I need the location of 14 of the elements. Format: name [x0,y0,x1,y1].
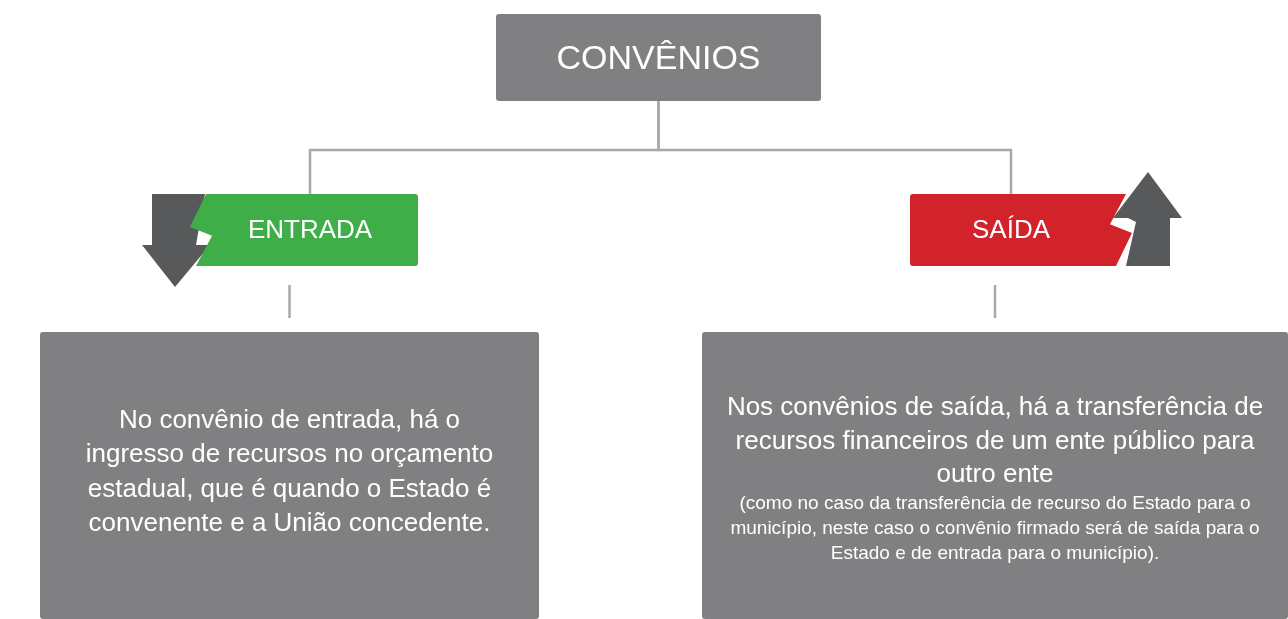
category-box [910,194,1132,266]
title-box [496,14,821,101]
description-box [702,332,1288,619]
box-label: CONVÊNIOS [556,37,761,78]
note-text: (como no caso da transferência de recurso do Estado para o município, neste caso o convênio firmado será de saída para o Estado e de entrada para o município). [729,491,1261,565]
box-label: ENTRADA [246,214,373,246]
connector-line [993,285,997,318]
box-label: No convênio de entrada, há o ingresso de recursos no orçamento estadual, que é quando o Estado é convenente e a União concedente. [84,402,495,539]
connector-line [657,101,1013,194]
box-label: Nos convênios de saída, há a transferência de recursos financeiros de um ente público para outro ente [725,389,1265,491]
connector-line [288,285,291,318]
box-label: SAÍDA [972,214,1051,246]
description-box [40,332,539,619]
category-box [190,194,418,266]
